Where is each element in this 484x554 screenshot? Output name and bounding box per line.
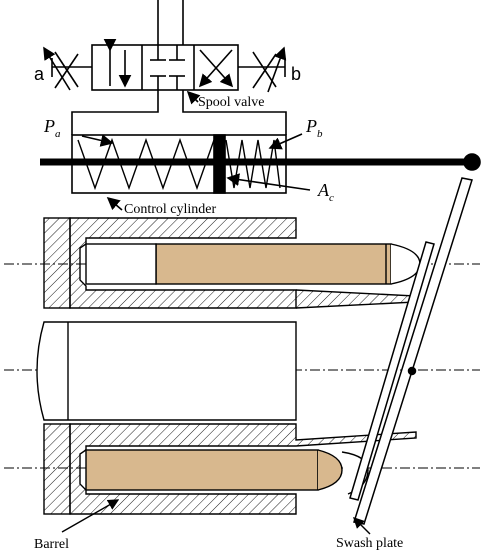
control-cylinder bbox=[40, 133, 481, 211]
rod-pivot-joint bbox=[463, 153, 481, 171]
swash-plate-arm bbox=[353, 177, 473, 525]
spool-valve-label: Spool valve bbox=[198, 95, 265, 110]
swash-plate-pivot bbox=[407, 366, 417, 376]
swash-plate-pointer bbox=[353, 517, 371, 535]
center-shaft-body bbox=[36, 321, 297, 421]
cross-arrow-icon bbox=[198, 49, 233, 88]
pb-label: Pb bbox=[305, 116, 323, 140]
variable-spring-arrow-icon bbox=[267, 46, 287, 93]
pa-pointer bbox=[81, 134, 114, 147]
upper-flange bbox=[43, 217, 71, 309]
lower-piston-end bbox=[317, 449, 343, 491]
control-cylinder-label: Control cylinder bbox=[124, 202, 216, 217]
left-spring-icon bbox=[77, 137, 215, 191]
line-to-cylinder-left bbox=[71, 90, 159, 135]
ac-pointer bbox=[226, 173, 311, 191]
port-b-label: b bbox=[291, 64, 301, 84]
spool-valve bbox=[43, 0, 287, 135]
variable-spring-arrow-icon bbox=[43, 46, 71, 91]
control-cylinder-pointer bbox=[106, 196, 123, 211]
spool-valve-pointer bbox=[186, 90, 201, 105]
swash-plate-face bbox=[349, 241, 435, 501]
upper-piston bbox=[155, 243, 392, 285]
upper-barrel bbox=[43, 217, 421, 309]
lower-flange bbox=[43, 423, 71, 515]
pa-label: Pa bbox=[43, 116, 61, 140]
ac-label: Ac bbox=[317, 180, 334, 204]
line-to-cylinder-right bbox=[182, 90, 287, 135]
lower-barrel bbox=[43, 423, 417, 515]
lower-barrel-body bbox=[69, 423, 417, 515]
swash-plate-label: Swash plate bbox=[336, 536, 403, 551]
lower-piston bbox=[85, 449, 319, 491]
barrel-label: Barrel bbox=[34, 537, 69, 552]
barrel-pointer bbox=[61, 499, 120, 533]
center-shaft bbox=[36, 321, 297, 421]
pb-pointer bbox=[268, 133, 303, 150]
port-a-label: a bbox=[34, 64, 45, 84]
upper-slipper bbox=[295, 289, 417, 309]
